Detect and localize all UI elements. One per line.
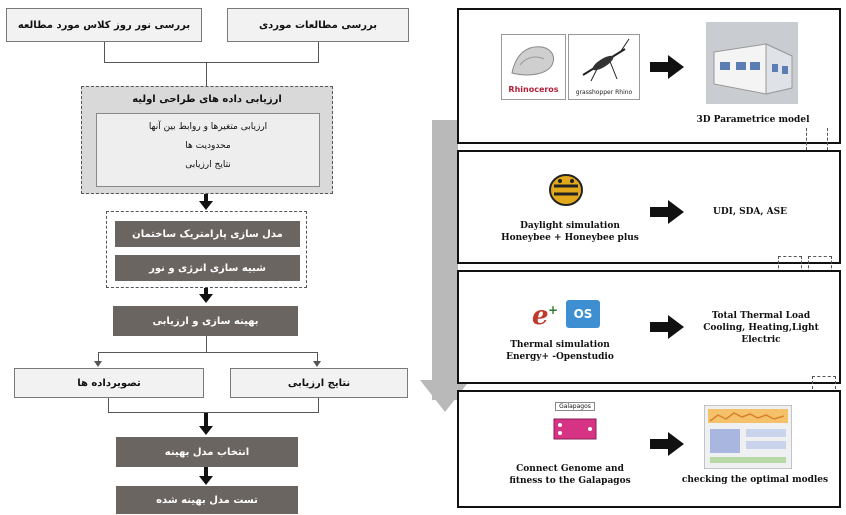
connector [318, 42, 319, 62]
initial-eval-items: ارزیابی متغیرها و روابط بین آنها محدودیت… [96, 113, 320, 187]
arrow-right-icon [650, 432, 684, 456]
connector [206, 336, 207, 352]
connector [98, 352, 317, 353]
arrow-shaft [204, 413, 208, 427]
connector [108, 412, 319, 413]
box-select-model: انتخاب مدل بهینه [116, 437, 298, 467]
initial-eval-group: ارزیابی داده های طراحی اولیه ارزیابی متغ… [81, 86, 333, 194]
openstudio-logo: OS [566, 300, 600, 328]
3d-model-image [706, 22, 798, 104]
svg-text:+: + [548, 303, 558, 317]
box-test-model: تست مدل بهینه شده [116, 486, 298, 514]
galapagos-logo: Galapagos [552, 402, 598, 452]
arrow-down-icon [313, 361, 321, 367]
panel4-input-line: Connect Genome and [516, 464, 624, 474]
panel3-input-line: Thermal simulation [510, 340, 610, 350]
initial-eval-item: محدودیت ها [185, 141, 231, 151]
panel4-output-label: checking the optimal modles [681, 475, 829, 485]
panel3-output-label: Total Thermal Load Cooling, Heating,Ligh… [686, 310, 836, 346]
box-parametric-model-label: مدل سازی پارامتریک ساختمان [132, 228, 283, 240]
panel2-input-label: Daylight simulation Honeybee + Honeybee … [490, 220, 650, 244]
arrow-shaft [204, 288, 208, 295]
arrow-right-icon [650, 55, 684, 79]
box-test-model-label: تست مدل بهینه شده [156, 494, 258, 506]
arrow-down-icon [199, 294, 213, 303]
rhino-icon [511, 46, 555, 76]
panel2-output-label: UDI, SDA, ASE [712, 207, 788, 217]
openstudio-logo-text: OS [573, 307, 593, 321]
box-optimization: بهینه سازی و ارزیابی [113, 306, 298, 336]
initial-eval-title-text: ارزیابی داده های طراحی اولیه [132, 93, 282, 105]
box-results: نتایج ارزیابی [230, 368, 408, 398]
panel4-input-line: fitness to the Galapagos [509, 476, 631, 486]
arrow-down-icon [199, 426, 213, 435]
panel3-input-line: Energy+ -Openstudio [506, 352, 614, 362]
arrow-shaft [204, 467, 208, 477]
panel-daylight-sim [457, 150, 841, 264]
box-case-studies-label: بررسی مطالعات موردی [258, 19, 378, 31]
box-results-label: نتایج ارزیابی [287, 377, 351, 389]
panel1-output-label: 3D Parametrice model [696, 115, 810, 125]
box-optimization-label: بهینه سازی و ارزیابی [152, 315, 259, 327]
simulation-group [106, 211, 307, 288]
box-select-model-label: انتخاب مدل بهینه [164, 446, 250, 458]
grasshopper-icon [582, 38, 630, 82]
connector [98, 352, 99, 362]
arrow-down-icon [199, 476, 213, 485]
grasshopper-logo-text: grasshopper Rhino [575, 89, 633, 96]
arrow-right-icon [650, 200, 684, 224]
galapagos-component-icon [553, 418, 597, 440]
initial-eval-item: نتایج ارزیابی [185, 160, 231, 170]
box-daylight-review: بررسی نور روز کلاس مورد مطالعه [6, 8, 202, 42]
connector [104, 62, 319, 63]
box-case-studies: بررسی مطالعات موردی [227, 8, 409, 42]
box-images-label: تصویرداده ها [77, 377, 141, 389]
connector [206, 62, 207, 86]
box-energy-sim-label: شبیه سازی انرژی و نور [149, 262, 266, 274]
arrow-down-icon [199, 201, 213, 210]
arrow-right-icon [650, 315, 684, 339]
connector [104, 42, 105, 62]
initial-eval-title: ارزیابی داده های طراحی اولیه [82, 91, 332, 107]
energyplus-icon: e + [532, 301, 558, 330]
panel4-input-label: Connect Genome and fitness to the Galapa… [490, 463, 650, 487]
box-images: تصویرداده ها [14, 368, 204, 398]
arrow-down-icon [94, 361, 102, 367]
panel2-input-line: Daylight simulation [520, 221, 620, 231]
panel3-output-line: Total Thermal Load [711, 311, 811, 321]
panel-thermal-sim [457, 270, 841, 384]
grasshopper-logo: grasshopper Rhino [568, 34, 640, 100]
galapagos-logo-text: Galapagos [555, 402, 595, 411]
connector [108, 398, 109, 412]
rhino-logo: Rhinoceros [501, 34, 566, 100]
connector [318, 398, 319, 412]
arrow-shaft [204, 194, 208, 202]
initial-eval-item: ارزیابی متغیرها و روابط بین آنها [148, 122, 268, 132]
panel3-output-line: Cooling, Heating,Light Electric [703, 323, 819, 345]
panel3-input-label: Thermal simulation Energy+ -Openstudio [490, 339, 630, 363]
panel2-input-line: Honeybee + Honeybee plus [501, 233, 639, 243]
rhino-logo-text: Rhinoceros [508, 85, 559, 94]
optimization-screenshot-image [704, 405, 792, 469]
honeybee-icon [549, 174, 583, 206]
box-energy-sim: شبیه سازی انرژی و نور [115, 255, 300, 281]
connector [317, 352, 318, 362]
svg-text:e: e [532, 301, 549, 330]
box-daylight-review-label: بررسی نور روز کلاس مورد مطالعه [17, 19, 191, 31]
box-parametric-model: مدل سازی پارامتریک ساختمان [115, 221, 300, 247]
